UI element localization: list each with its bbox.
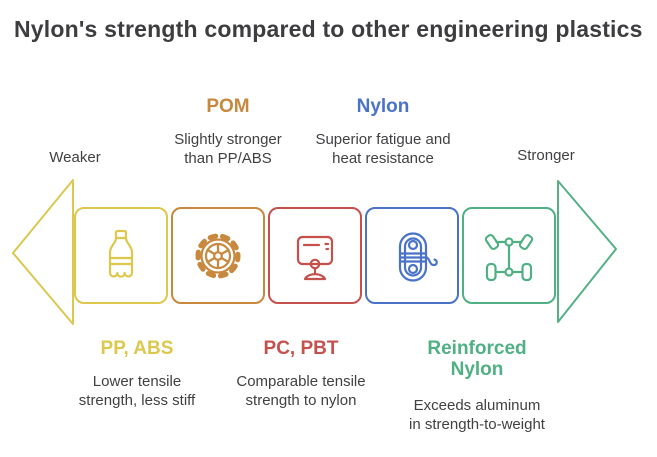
label-group-nylon: Nylon Superior fatigue and heat resistan… <box>315 96 450 168</box>
stronger-arrow-icon <box>557 180 617 323</box>
description-line: heat resistance <box>332 150 434 167</box>
item-description-pp-abs: Lower tensile strength, less stiff <box>79 372 195 410</box>
item-name-pom: POM <box>206 96 250 117</box>
description-line: strength, less stiff <box>78 392 196 409</box>
label-group-pc-pbt: PC, PBT Comparable tensile strength to n… <box>236 338 365 410</box>
description-line: than PP/ABS <box>184 150 272 167</box>
label-group-pp-abs: PP, ABS Lower tensile strength, less sti… <box>79 338 195 410</box>
rope-icon <box>398 231 438 282</box>
description-line: Comparable tensile <box>236 373 366 390</box>
item-description-nylon: Superior fatigue and heat resistance <box>315 130 450 168</box>
label-group-reinforced-nylon: Reinforced Nylon Exceeds aluminum in str… <box>409 338 545 434</box>
scale-label-weaker: Weaker <box>49 149 101 166</box>
description-line: Lower tensile <box>92 373 182 390</box>
monitor-icon <box>296 235 334 280</box>
description-line: Superior fatigue and <box>315 131 451 148</box>
label-group-pom: POM Slightly stronger than PP/ABS <box>174 96 282 168</box>
gear-icon <box>195 233 241 278</box>
page-title: Nylon's strength compared to other engin… <box>14 16 643 42</box>
description-line: strength to nylon <box>245 392 357 409</box>
description-line: in strength-to-weight <box>409 416 545 433</box>
scale-label-stronger: Stronger <box>517 147 575 164</box>
weaker-arrow-icon <box>12 179 74 325</box>
description-line: Slightly stronger <box>174 131 282 148</box>
item-box-pc-pbt <box>268 207 362 304</box>
item-box-nylon <box>365 207 459 304</box>
item-box-reinforced-nylon <box>462 207 556 304</box>
item-description-reinforced-nylon: Exceeds aluminum in strength-to-weight <box>409 396 545 434</box>
item-name-nylon: Nylon <box>356 96 410 117</box>
item-description-pc-pbt: Comparable tensile strength to nylon <box>236 372 365 410</box>
item-name-pc-pbt: PC, PBT <box>263 338 339 359</box>
chassis-icon <box>484 233 534 281</box>
item-description-pom: Slightly stronger than PP/ABS <box>174 130 282 168</box>
item-name-pp-abs: PP, ABS <box>100 338 174 359</box>
description-line: Exceeds aluminum <box>413 397 541 414</box>
item-box-pp-abs <box>74 207 168 304</box>
bottle-icon <box>108 229 134 278</box>
item-box-pom <box>171 207 265 304</box>
item-name-reinforced-nylon: Reinforced Nylon <box>427 338 527 380</box>
